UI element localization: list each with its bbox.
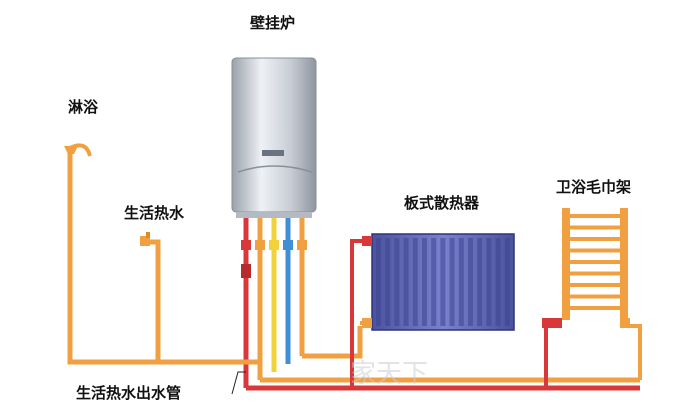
faucet-icon	[140, 232, 150, 246]
towel-rack-rung	[568, 260, 622, 264]
outlet-pipe-leader	[231, 371, 246, 395]
label-boiler: 壁挂炉	[250, 14, 296, 32]
towel-rack-rung	[568, 306, 622, 310]
radiator-rib	[412, 238, 418, 326]
radiator-rib	[449, 238, 455, 326]
radiator-rib	[504, 238, 510, 326]
label-outlet-pipe: 生活热水出水管	[76, 384, 182, 402]
radiator-rib	[385, 238, 391, 326]
towel-rack-rung	[568, 225, 622, 230]
main-pipes	[246, 326, 640, 391]
towel-rack-rung	[568, 271, 622, 276]
radiator-rib	[431, 238, 437, 326]
hot-water-pipe	[146, 239, 260, 365]
towel-rack-rung	[568, 283, 622, 287]
radiator-pipes	[350, 239, 362, 388]
panel-radiator	[362, 233, 515, 331]
radiator-rib	[458, 238, 464, 326]
radiator-rib	[468, 238, 473, 326]
boiler-logo-mark	[262, 150, 284, 156]
radiator-rib	[486, 238, 492, 326]
radiator-rib	[376, 238, 381, 326]
label-shower: 淋浴	[68, 98, 99, 116]
towel-rack-rung	[568, 248, 622, 253]
boiler-unit	[231, 57, 317, 218]
label-towel-rack: 卫浴毛巾架	[556, 178, 632, 196]
label-radiator: 板式散热器	[404, 194, 480, 212]
radiator-rib	[495, 238, 501, 326]
radiator-rib	[477, 238, 483, 326]
watermark-text: 家天下	[350, 359, 428, 389]
label-hot-water: 生活热水	[124, 204, 185, 222]
towel-rack-pipes	[544, 324, 642, 388]
radiator-rib	[422, 238, 427, 326]
towel-rack	[542, 208, 630, 328]
towel-rack-rung	[568, 214, 622, 218]
radiator-rib	[394, 238, 400, 326]
shower-head-icon	[64, 146, 78, 154]
towel-rack-rung	[568, 237, 622, 241]
towel-rack-rung	[568, 294, 622, 299]
radiator-rib	[440, 238, 446, 326]
radiator-rib	[403, 238, 409, 326]
